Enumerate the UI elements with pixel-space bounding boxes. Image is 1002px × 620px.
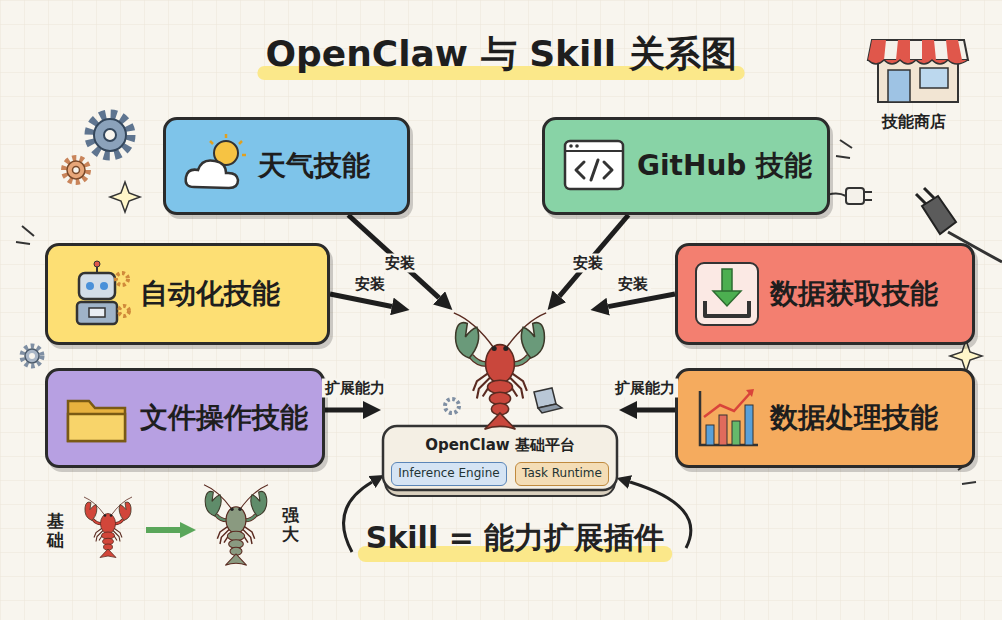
engine-box: Inference Engine bbox=[391, 462, 507, 486]
install-arrow bbox=[325, 408, 363, 413]
edge-label: 扩展能力 bbox=[612, 379, 678, 398]
vertical-label: 基础 bbox=[47, 512, 64, 549]
node-text: 数据获取技能 bbox=[770, 275, 938, 313]
skill-box: 天气技能 bbox=[163, 117, 410, 215]
strong-lobster bbox=[204, 485, 268, 566]
engine-box: Task Runtime bbox=[515, 462, 609, 486]
node-text: OpenClaw 基础平台 bbox=[381, 436, 619, 455]
robot-icon bbox=[62, 259, 132, 329]
node-text: Task Runtime bbox=[516, 463, 608, 484]
gear-icon bbox=[22, 346, 42, 366]
skill-box: 文件操作技能 bbox=[45, 368, 325, 468]
basic-lobster bbox=[84, 497, 132, 558]
diagram-title: OpenClaw 与 Skill 关系图 bbox=[265, 30, 736, 79]
caption-text: Skill = 能力扩展插件 bbox=[366, 518, 664, 559]
sparkle bbox=[110, 182, 140, 212]
install-arrow bbox=[608, 294, 675, 307]
node-text: 文件操作技能 bbox=[140, 399, 308, 437]
store-icon bbox=[868, 40, 968, 102]
edge-label: 安装 bbox=[570, 253, 606, 272]
edge-label: 扩展能力 bbox=[322, 379, 388, 398]
vertical-label: 强大 bbox=[282, 506, 299, 543]
install-arrow bbox=[330, 294, 392, 306]
folder-icon bbox=[62, 383, 132, 453]
node-text: Inference Engine bbox=[392, 463, 506, 484]
platform-node: OpenClaw 基础平台 Inference Engine Task Runtim… bbox=[381, 310, 619, 498]
chart-icon bbox=[692, 383, 762, 453]
platform-slab bbox=[383, 426, 617, 490]
edge-label: 安装 bbox=[615, 275, 651, 294]
laptop-icon bbox=[534, 388, 562, 413]
download-icon bbox=[692, 259, 762, 329]
node-text: 数据处理技能 bbox=[770, 399, 938, 437]
openclaw-lobster bbox=[454, 313, 546, 429]
install-arrow bbox=[637, 408, 675, 413]
weather-icon bbox=[180, 131, 250, 201]
skill-box: 数据处理技能 bbox=[675, 368, 975, 468]
skill-box: GitHub 技能 bbox=[542, 117, 830, 215]
skill-box: 数据获取技能 bbox=[675, 243, 975, 345]
store-label: 技能商店 bbox=[882, 112, 946, 133]
install-arrow bbox=[348, 215, 439, 298]
edge-label: 安装 bbox=[352, 275, 388, 294]
gear-icon bbox=[89, 114, 131, 156]
node-text: GitHub 技能 bbox=[637, 147, 812, 185]
node-text: 自动化技能 bbox=[140, 275, 280, 313]
edge-label: 安装 bbox=[382, 253, 418, 272]
node-text: 天气技能 bbox=[258, 147, 370, 185]
gear-icon bbox=[445, 399, 459, 413]
gear-icon bbox=[64, 158, 88, 182]
growth-arrow bbox=[146, 527, 180, 533]
code-icon bbox=[559, 131, 629, 201]
skill-box: 自动化技能 bbox=[45, 243, 330, 345]
